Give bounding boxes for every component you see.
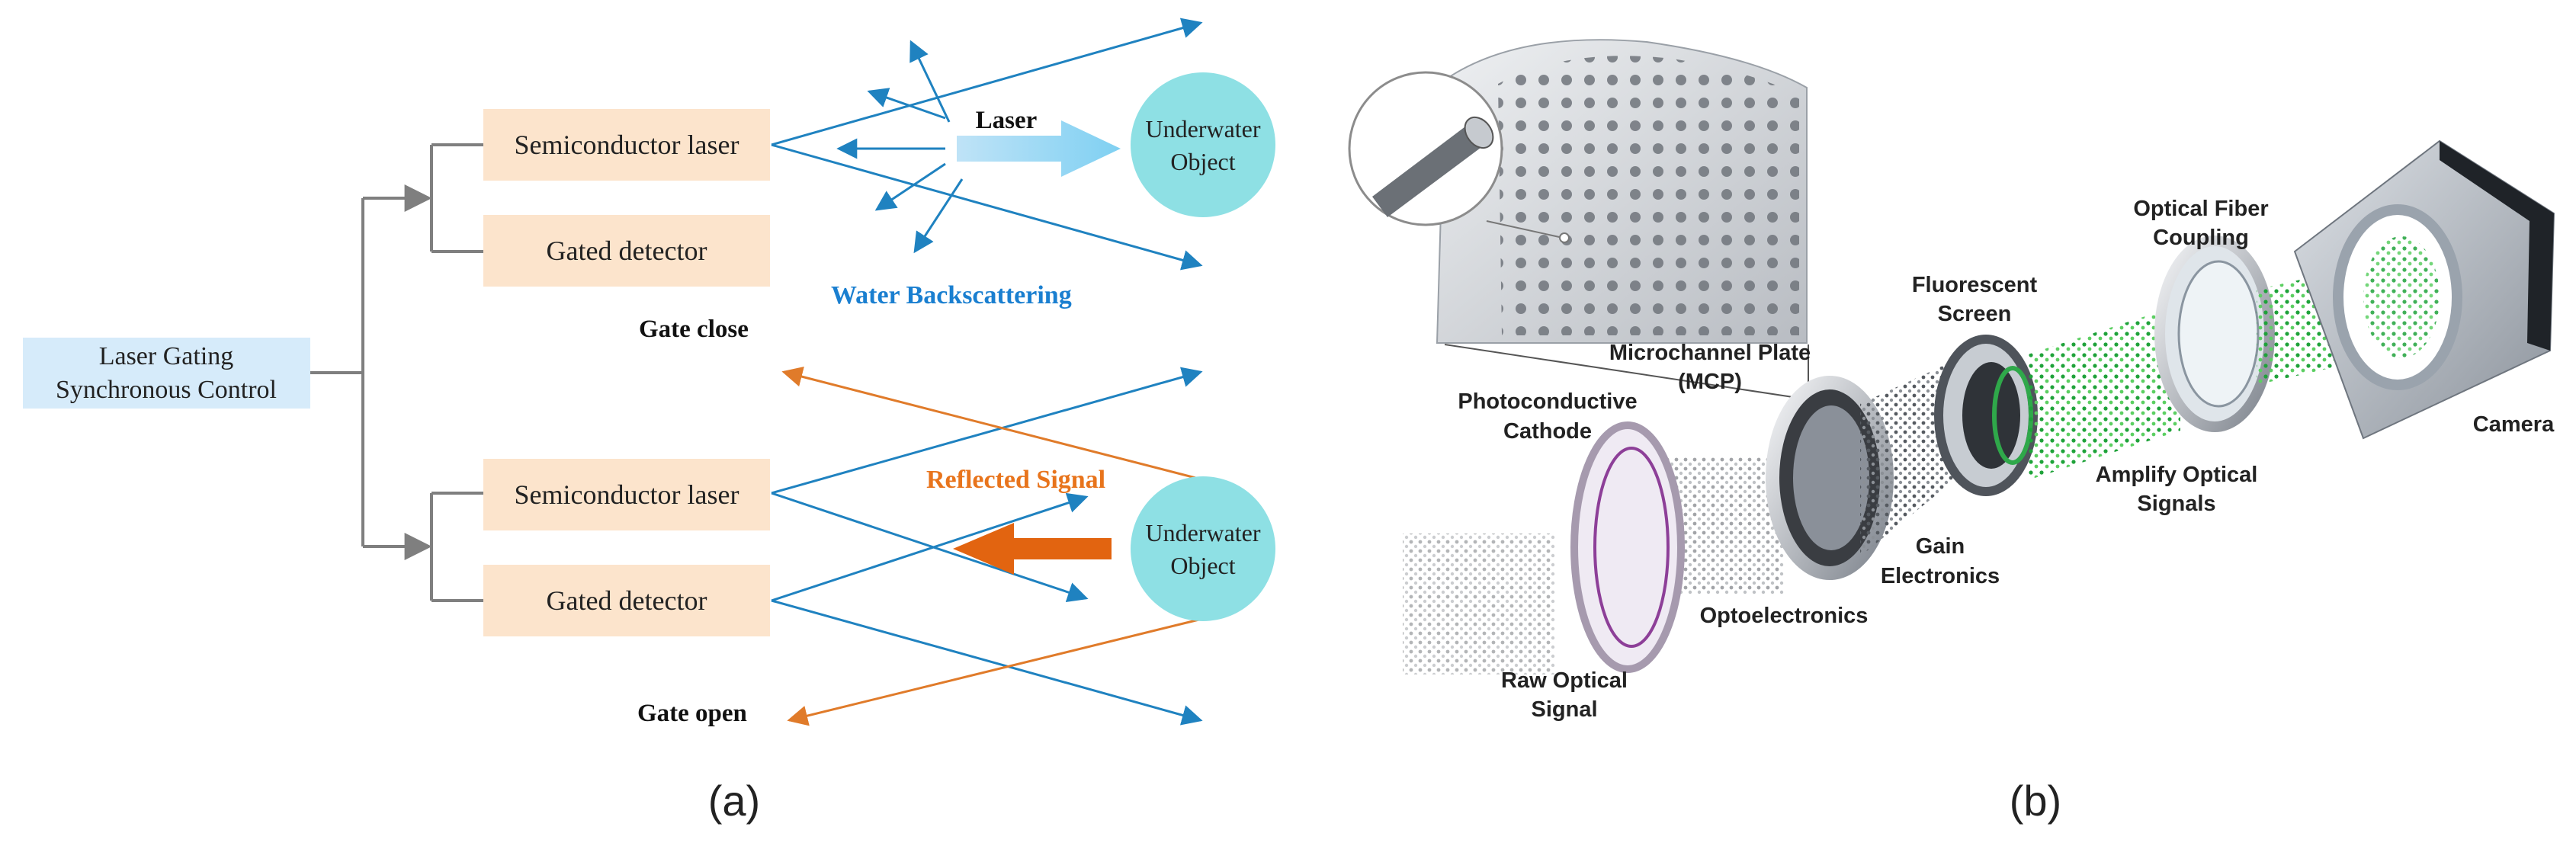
tree-connector <box>310 143 483 602</box>
bottom-rays <box>771 366 1209 726</box>
reflected-label: Reflected Signal <box>926 466 1105 494</box>
bottom-object-line2: Object <box>1170 552 1235 579</box>
laser-label: Laser <box>976 107 1038 134</box>
top-detector-box <box>483 215 770 287</box>
label-opto: Optoelectronics <box>1700 604 1869 628</box>
label-amplify-2: Signals <box>2137 492 2215 516</box>
reflected-arrow <box>953 523 1112 575</box>
label-raw-2: Signal <box>1531 697 1597 722</box>
label-camera: Camera <box>2473 412 2555 437</box>
mcp-disc-face <box>1793 405 1869 550</box>
gate-open-label: Gate open <box>637 700 747 727</box>
zoom-line-top <box>1444 344 1804 399</box>
bottom-laser-label: Semiconductor laser <box>515 479 739 510</box>
mcp-hole-field <box>1498 56 1799 335</box>
label-screen-2: Screen <box>1938 302 2012 326</box>
laser-arrow <box>957 120 1121 177</box>
control-label-line1: Laser Gating <box>99 342 234 370</box>
top-object-line2: Object <box>1170 148 1235 175</box>
backscatter-label: Water Backscattering <box>831 281 1072 309</box>
bottom-underwater-object <box>1131 476 1275 621</box>
camera-lens-glow <box>2363 236 2440 358</box>
label-fiber-1: Optical Fiber <box>2133 197 2268 221</box>
top-rays <box>771 18 1203 271</box>
label-gain-1: Gain <box>1916 534 1965 559</box>
label-mcp-1: Microchannel Plate <box>1609 341 1811 365</box>
bottom-detector-label: Gated detector <box>547 585 707 616</box>
inset-pointer <box>1486 220 1564 239</box>
caption-b: (b) <box>2010 777 2061 825</box>
inset-pointer-dot <box>1559 232 1570 243</box>
label-photocathode-2: Cathode <box>1503 419 1592 444</box>
bottom-object-line1: Underwater <box>1145 519 1260 546</box>
green-light-stream <box>2028 305 2180 480</box>
top-laser-box <box>483 109 770 181</box>
label-gain-2: Electronics <box>1881 564 2000 588</box>
fiber-coupling-inner <box>2177 260 2260 408</box>
label-screen-1: Fluorescent <box>1912 273 2038 297</box>
top-underwater-object <box>1131 72 1275 217</box>
gate-close-label: Gate close <box>639 316 749 343</box>
label-photocathode-1: Photoconductive <box>1458 389 1637 414</box>
top-object-line1: Underwater <box>1145 115 1260 143</box>
bottom-laser-box <box>483 459 770 530</box>
channel-tube-end <box>1464 116 1494 149</box>
panel-a: Laser Gating Synchronous Control Semicon… <box>23 18 1275 825</box>
control-box <box>23 338 310 409</box>
channel-tube-icon <box>1372 122 1487 217</box>
caption-a: (a) <box>708 777 760 825</box>
panel-b: Photoconductive Cathode Microchannel Pla… <box>1348 39 2555 825</box>
camera-side <box>2440 141 2554 351</box>
photocathode-disc <box>1570 421 1685 673</box>
label-amplify-1: Amplify Optical <box>2096 463 2258 487</box>
top-laser-label: Semiconductor laser <box>515 130 739 160</box>
bottom-detector-box <box>483 565 770 636</box>
fluorescent-screen-inner <box>1962 362 2020 469</box>
label-raw-1: Raw Optical <box>1501 668 1628 693</box>
label-fiber-2: Coupling <box>2153 226 2249 250</box>
control-label-line2: Synchronous Control <box>56 376 277 404</box>
label-mcp-2: (MCP) <box>1678 370 1742 394</box>
photocathode-inner <box>1593 447 1670 648</box>
top-detector-label: Gated detector <box>547 236 707 266</box>
